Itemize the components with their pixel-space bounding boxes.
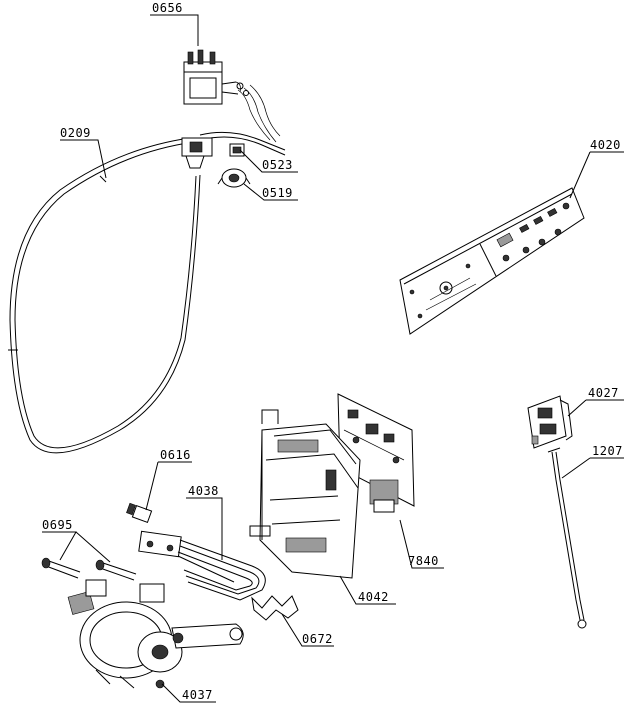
label-0695: 0695 (42, 518, 73, 532)
part-0209-harness (8, 131, 286, 454)
label-4020: 4020 (590, 138, 621, 152)
leader-0523 (239, 149, 298, 173)
label-7840: 7840 (408, 554, 439, 568)
leader-7840 (399, 519, 444, 569)
part-0519-grommet (217, 168, 251, 188)
leader-0209 (60, 139, 107, 179)
label-0209: 0209 (60, 126, 91, 140)
leader-0616 (145, 461, 192, 511)
part-4020-control-board (399, 187, 585, 335)
part-0672-clip (251, 595, 299, 621)
label-4038: 4038 (188, 484, 219, 498)
label-0523: 0523 (262, 158, 293, 172)
part-0695-screws (41, 557, 137, 581)
label-0656: 0656 (152, 1, 183, 15)
wire-0656 (237, 89, 271, 141)
leader-4042 (339, 575, 396, 605)
leader-0656 (150, 14, 199, 46)
leader-4037 (161, 683, 216, 703)
part-1207-cable (547, 447, 587, 629)
part-0656-filter (183, 49, 241, 105)
label-0519: 0519 (262, 186, 293, 200)
part-4042-dispenser (249, 409, 361, 579)
part-4037-pump (67, 579, 244, 689)
leader-4038 (186, 497, 223, 560)
label-1207: 1207 (592, 444, 623, 458)
part-0616-sensor (126, 502, 153, 524)
label-0672: 0672 (302, 632, 333, 646)
leader-0695 (42, 531, 111, 563)
leader-4027 (567, 399, 624, 417)
leader-4020 (569, 151, 624, 199)
part-4038-heater (138, 530, 266, 601)
leader-0672 (281, 613, 334, 647)
part-4027-door-lock (527, 395, 573, 449)
part-0523-clip (229, 143, 245, 157)
leader-0519 (243, 183, 298, 201)
label-4037: 4037 (182, 688, 213, 702)
label-4042: 4042 (358, 590, 389, 604)
label-4027: 4027 (588, 386, 619, 400)
leader-1207 (561, 457, 624, 479)
label-0616: 0616 (160, 448, 191, 462)
